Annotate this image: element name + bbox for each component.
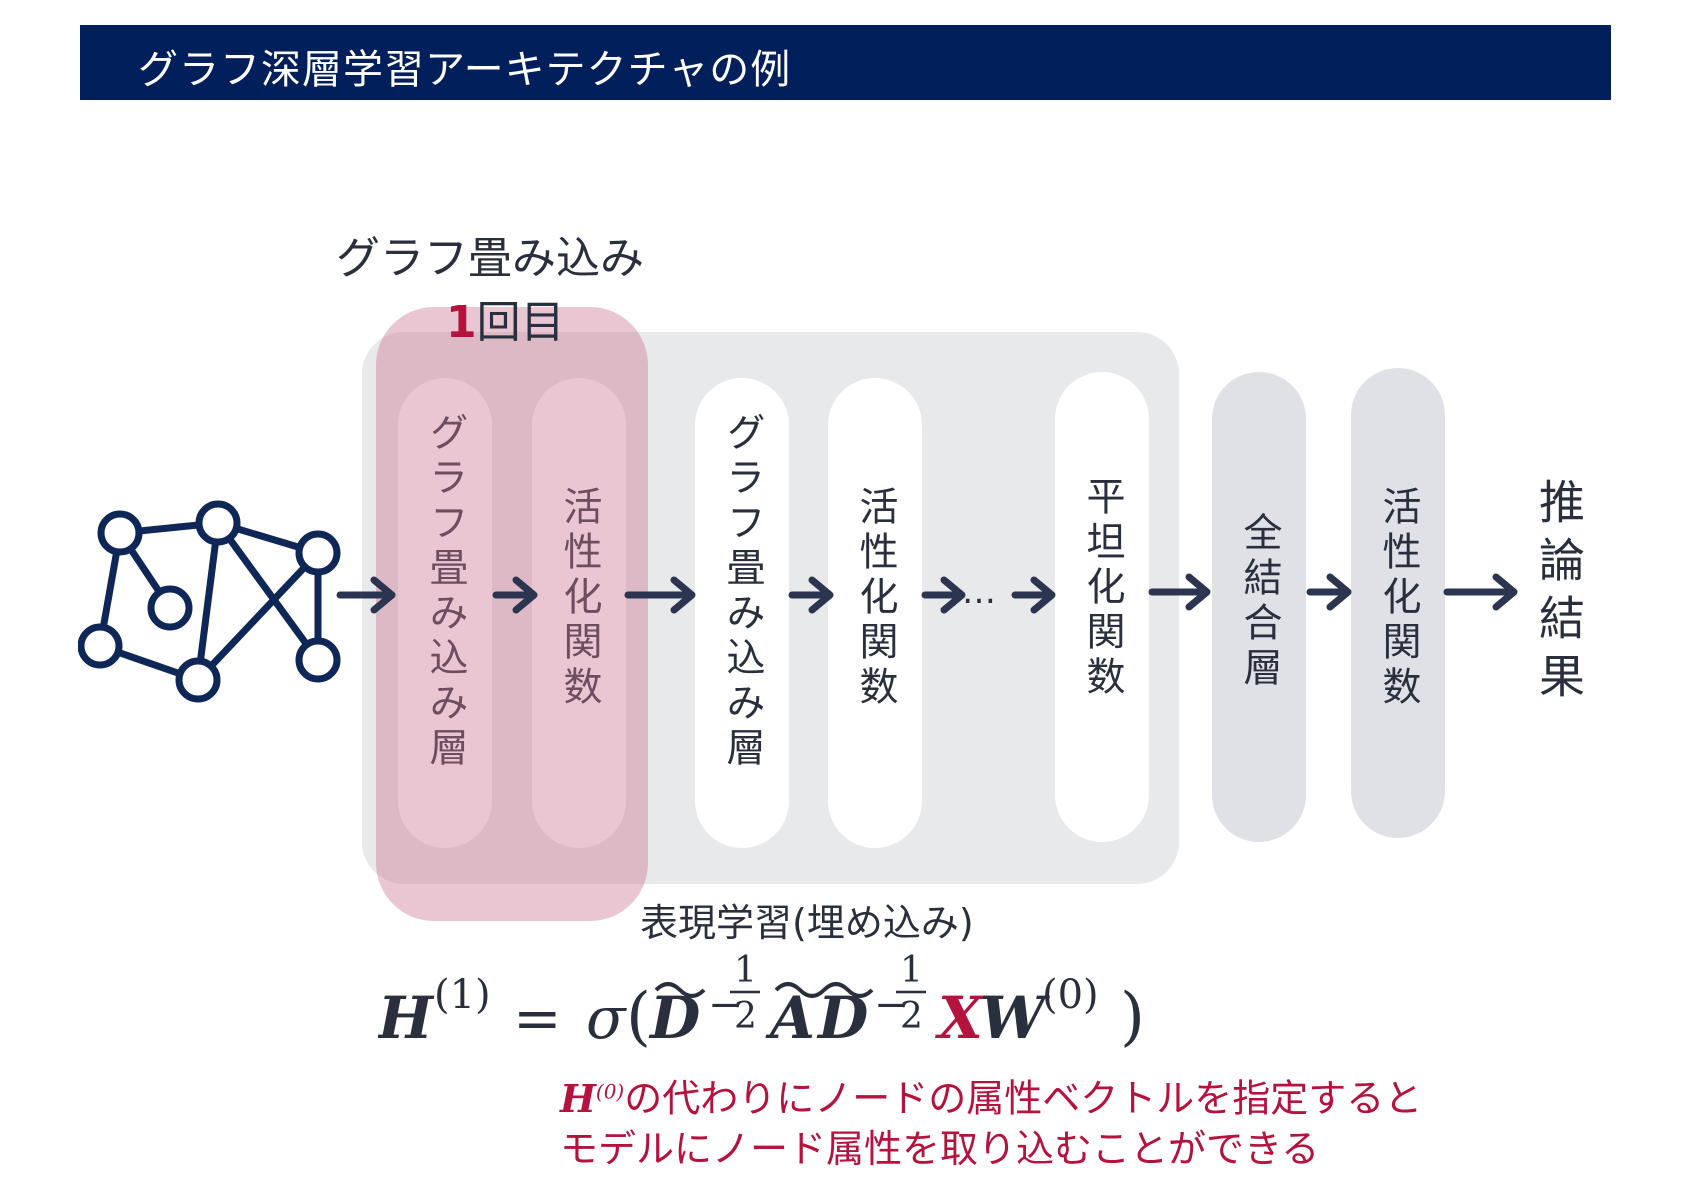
layer-activation-2: 活性化関数 bbox=[828, 378, 922, 848]
note-h0: H(0) bbox=[560, 1076, 624, 1121]
arrow-input-to-conv1 bbox=[336, 576, 396, 614]
formula-a-tilde bbox=[774, 982, 826, 998]
formula-x: X bbox=[934, 984, 985, 1050]
formula-open-paren: ( bbox=[626, 980, 651, 1050]
arrow-flatten-to-fc bbox=[1148, 573, 1211, 611]
formula-sigma: σ bbox=[586, 984, 627, 1050]
page-title: グラフ深層学習アーキテクチャの例 bbox=[138, 47, 792, 93]
arrow-act2-to-ellipsis bbox=[921, 576, 966, 614]
layer-activation-3: 活性化関数 bbox=[1351, 368, 1445, 838]
gcn-formula: H (1) = σ ( D − 1 2 A D − 1 2 X W (0) ) bbox=[378, 950, 1145, 1050]
layer-activation-1-label: 活性化関数 bbox=[557, 486, 602, 711]
formula-half-den-1: 2 bbox=[734, 996, 757, 1037]
formula-half-num-2: 1 bbox=[900, 950, 923, 991]
layer-activation-1: 活性化関数 bbox=[532, 378, 626, 848]
representation-learning-label: 表現学習(埋め込み) bbox=[640, 901, 974, 945]
arrow-conv2-to-act2 bbox=[788, 576, 834, 614]
formula-w: W bbox=[980, 984, 1050, 1050]
convolution-count-number: 1 bbox=[446, 297, 477, 348]
arrow-fc-to-act3 bbox=[1306, 573, 1352, 611]
first-convolution-highlight bbox=[376, 307, 648, 921]
attribute-note-line-1: H(0)の代わりにノードの属性ベクトルを指定すると bbox=[560, 1066, 1610, 1124]
layer-graph-conv-2: グラフ畳み込み層 bbox=[695, 378, 789, 848]
layer-fully-connected-label: 全結合層 bbox=[1237, 512, 1282, 692]
output-label: 推論結果 bbox=[1532, 478, 1586, 710]
formula-half-num-1: 1 bbox=[734, 950, 757, 991]
layer-fully-connected: 全結合層 bbox=[1212, 372, 1306, 842]
formula-w-sup: (0) bbox=[1042, 972, 1099, 1018]
note-h0-letter: H bbox=[560, 1075, 596, 1121]
layer-graph-conv-2-label: グラフ畳み込み層 bbox=[720, 412, 765, 772]
note-line-1-text: の代わりにノードの属性ベクトルを指定すると bbox=[624, 1076, 1423, 1121]
formula-d1-tilde bbox=[654, 982, 706, 998]
note-h0-sup: (0) bbox=[595, 1079, 625, 1103]
layer-graph-conv-1-label: グラフ畳み込み層 bbox=[423, 412, 468, 772]
layer-activation-2-label: 活性化関数 bbox=[853, 486, 898, 711]
formula-half-den-2: 2 bbox=[900, 996, 923, 1037]
arrow-act3-to-output bbox=[1443, 573, 1518, 611]
formula-equals: = bbox=[513, 984, 562, 1050]
title-bar: グラフ深層学習アーキテクチャの例 bbox=[80, 25, 1611, 100]
layer-graph-conv-1: グラフ畳み込み層 bbox=[398, 378, 492, 848]
formula-lhs: H bbox=[378, 984, 435, 1050]
formula-minus-2: − bbox=[874, 982, 908, 1028]
layer-flatten: 平坦化関数 bbox=[1055, 372, 1149, 842]
formula-lhs-sup: (1) bbox=[434, 972, 491, 1018]
graph-network-icon bbox=[78, 500, 341, 703]
formula-close-paren: ) bbox=[1120, 980, 1145, 1050]
arrow-conv1-to-act1 bbox=[492, 576, 538, 614]
layer-activation-3-label: 活性化関数 bbox=[1376, 486, 1421, 711]
formula-minus-1: − bbox=[708, 982, 742, 1028]
graph-convolution-label: グラフ畳み込み bbox=[336, 233, 644, 284]
layer-flatten-label: 平坦化関数 bbox=[1080, 476, 1125, 701]
ellipsis: … bbox=[962, 572, 996, 612]
attribute-note: H(0)の代わりにノードの属性ベクトルを指定すると モデルにノード属性を取り込む… bbox=[560, 1066, 1610, 1174]
convolution-count-suffix: 回目 bbox=[476, 297, 565, 348]
formula-d2-tilde bbox=[822, 982, 874, 998]
convolution-count-label: 1回目 bbox=[446, 286, 565, 350]
arrow-act1-to-conv2 bbox=[624, 576, 696, 614]
arrow-ellipsis-to-flatten bbox=[1011, 576, 1056, 614]
attribute-note-line-2: モデルにノード属性を取り込むことができる bbox=[560, 1126, 1320, 1171]
